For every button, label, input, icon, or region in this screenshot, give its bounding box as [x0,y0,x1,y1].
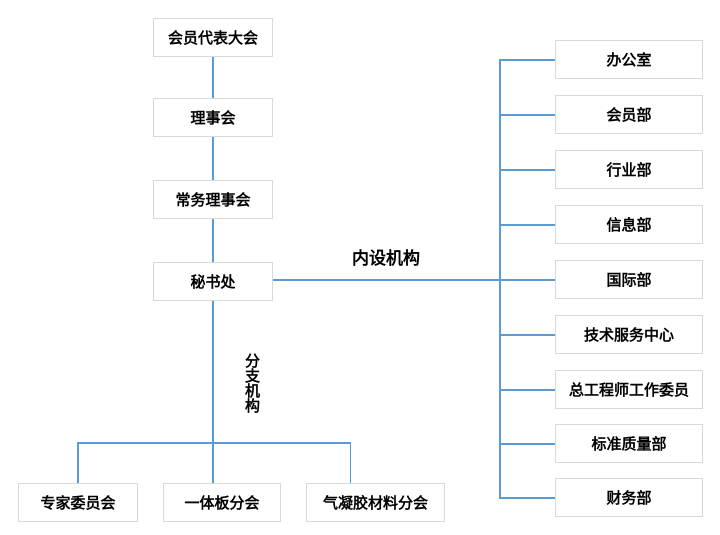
internal-stub-line [499,169,555,171]
node-aerogel-materials-branch: 气凝胶材料分会 [306,483,445,522]
node-information-dept: 信息部 [555,205,703,244]
internal-stub-line [499,224,555,226]
internal-trunk-line [499,59,501,498]
node-office: 办公室 [555,40,703,79]
node-expert-committee: 专家委员会 [18,483,138,522]
node-finance-dept: 财务部 [555,478,703,517]
node-industry-dept: 行业部 [555,150,703,189]
internal-stub-line [499,497,555,499]
internal-stub-line [499,389,555,391]
branch-horizontal-line [77,442,351,444]
node-international-dept: 国际部 [555,260,703,299]
secretariat-to-internal-line [273,279,555,281]
node-integrated-panel-branch: 一体板分会 [163,483,281,522]
node-council: 理事会 [153,98,273,137]
internal-stub-line [499,334,555,336]
internal-stub-line [499,114,555,116]
branch-drop-line-right [349,442,351,484]
node-standing-council: 常务理事会 [153,180,273,219]
internal-stub-line [499,443,555,445]
node-secretariat: 秘书处 [153,262,273,301]
internal-section-label: 内设机构 [352,249,420,268]
internal-stub-line [499,59,555,61]
node-chief-engineer-committee: 总工程师工作委员 [555,370,703,409]
node-member-congress: 会员代表大会 [153,18,273,57]
branch-section-label: 分支机构 [243,353,260,413]
branch-drop-line-left [77,442,79,483]
node-tech-service-center: 技术服务中心 [555,315,703,354]
node-membership-dept: 会员部 [555,95,703,134]
node-standards-quality-dept: 标准质量部 [555,424,703,463]
